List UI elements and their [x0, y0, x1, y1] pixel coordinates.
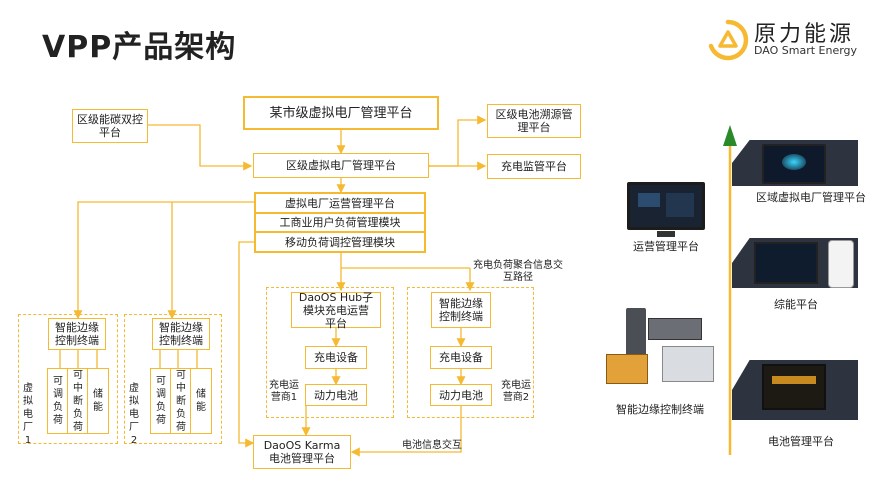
- monitor-icon: [762, 364, 826, 410]
- monitor-icon: [762, 144, 826, 184]
- vpp-group-2: [124, 314, 222, 444]
- battery-platform-screenshot: [732, 360, 858, 420]
- monitor-icon: [638, 193, 660, 207]
- charger-device-2: 充电设备: [430, 346, 492, 369]
- controller-icon: [648, 318, 702, 340]
- edge-terminal-caption: 智能边缘控制终端: [616, 403, 704, 416]
- edge-terminal-3: 智能边缘控制终端: [431, 292, 491, 328]
- charging-supervision-platform: 充电监管平台: [487, 154, 581, 179]
- breaker-icon: [606, 354, 648, 384]
- edge-terminal-2: 智能边缘控制终端: [152, 318, 210, 350]
- vpp1-adjustable-load: 可调负荷: [47, 368, 69, 434]
- phone-icon: [828, 240, 854, 288]
- brand-tagline: DAO Smart Energy: [754, 44, 858, 57]
- meter-icon: [662, 346, 714, 382]
- vpp-group-1-name: 虚拟电厂1: [23, 383, 33, 446]
- district-platform-caption: 区域虚拟电厂管理平台: [756, 191, 866, 204]
- vpp-group-2-name: 虚拟电厂2: [129, 383, 139, 446]
- daoos-karma-platform: DaoOS Karma电池管理平台: [253, 435, 351, 469]
- energy-platform-screenshot: [732, 238, 858, 288]
- edge-terminal-devices: [604, 306, 714, 386]
- ops-platform-caption: 运营管理平台: [633, 240, 699, 253]
- carbon-control-platform: 区级能碳双控平台: [72, 109, 148, 143]
- district-platform-screenshot: [732, 140, 858, 186]
- edge-terminal-1: 智能边缘控制终端: [48, 318, 106, 350]
- ci-load-module: 工商业用户负荷管理模块: [254, 212, 426, 233]
- battery-info-label: 电池信息交互: [402, 440, 462, 451]
- vpp2-adjustable-load: 可调负荷: [150, 368, 172, 434]
- charging-operator-group-1: [266, 287, 394, 418]
- page-title: VPP产品架构: [42, 30, 237, 65]
- district-vpp-platform: 区级虚拟电厂管理平台: [253, 153, 429, 178]
- vpp1-interruptible-load: 可中断负荷: [67, 368, 89, 434]
- monitor-icon: [754, 242, 818, 284]
- vpp-group-1: [18, 314, 118, 444]
- battery-platform-caption: 电池管理平台: [768, 435, 834, 448]
- daoos-hub-platform: DaoOS Hub子模块充电运营平台: [291, 291, 381, 330]
- power-battery-1: 动力电池: [305, 384, 367, 406]
- charger-device-1: 充电设备: [305, 346, 367, 369]
- mobile-load-module: 移动负荷调控管理模块: [254, 231, 426, 253]
- brand-mark-icon: [708, 19, 749, 61]
- charging-operator-group-2: [407, 287, 534, 418]
- power-battery-2: 动力电池: [430, 384, 492, 406]
- vpp-ops-platform: 虚拟电厂运营管理平台: [254, 192, 426, 214]
- city-vpp-platform: 某市级虚拟电厂管理平台: [243, 96, 439, 130]
- vpp2-interruptible-load: 可中断负荷: [170, 368, 192, 434]
- aggregation-path-label: 充电负荷聚合信息交互路径: [473, 260, 563, 283]
- charging-operator-1-label: 充电运营商1: [269, 380, 299, 403]
- router-icon: [626, 308, 646, 360]
- battery-trace-platform: 区级电池溯源管理平台: [487, 104, 581, 138]
- vpp2-storage: 储能: [190, 368, 212, 434]
- brand-logo: 原力能源 DAO Smart Energy: [706, 16, 876, 66]
- energy-platform-caption: 综能平台: [774, 298, 818, 311]
- ops-platform-monitor: [627, 182, 705, 230]
- brand-name: 原力能源: [754, 22, 855, 47]
- vpp1-storage: 储能: [87, 368, 109, 434]
- charging-operator-2-label: 充电运营商2: [501, 380, 531, 403]
